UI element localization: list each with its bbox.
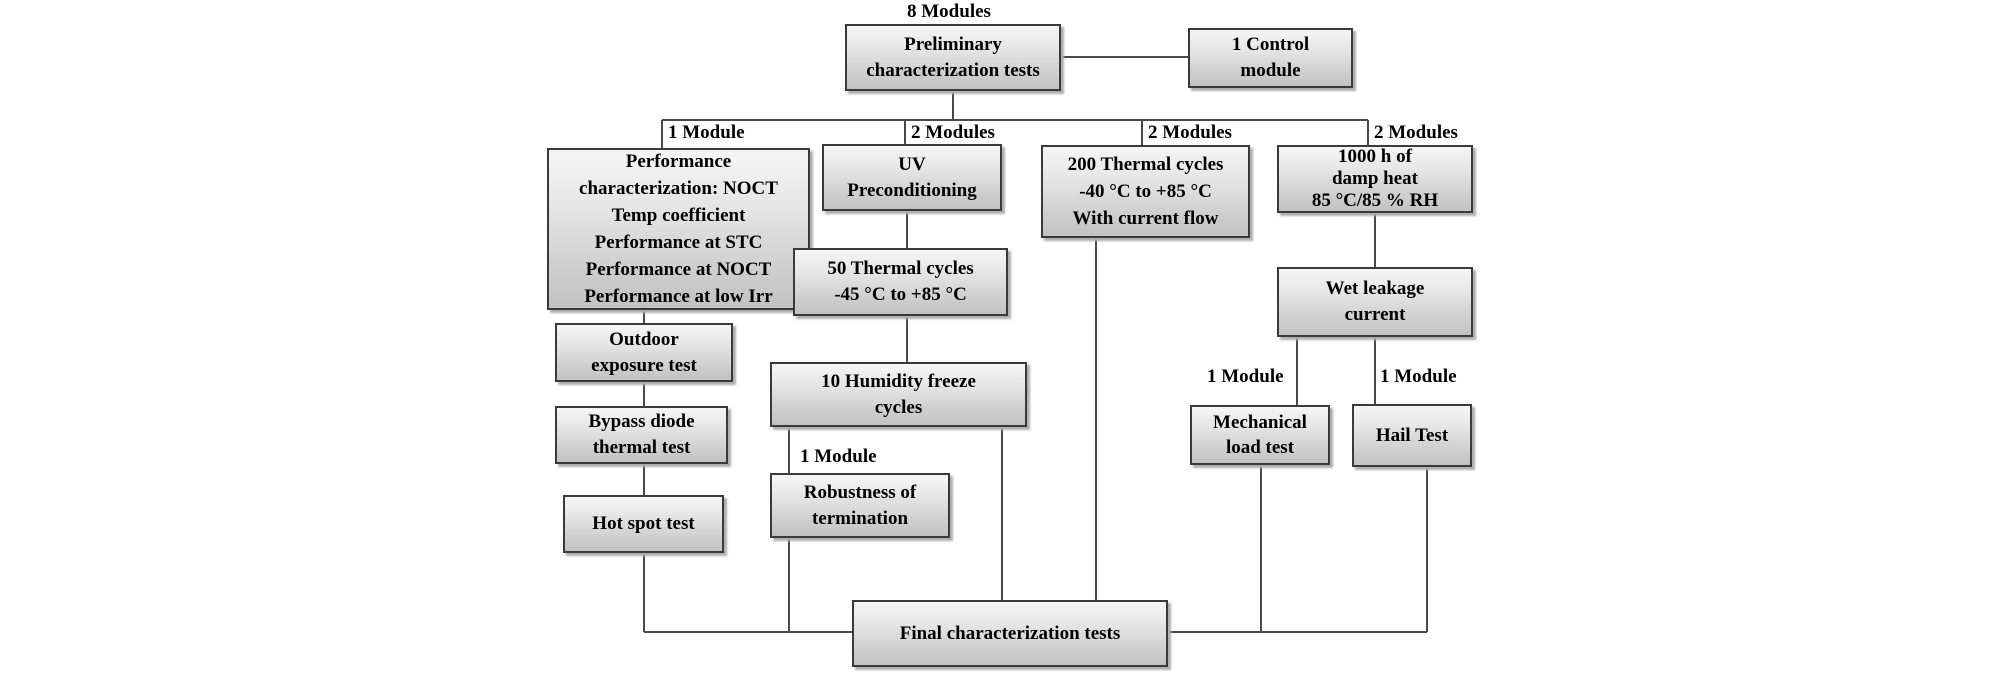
- thermal-cycles-200-box: 200 Thermal cycles -40 °C to +85 °C With…: [1041, 145, 1250, 238]
- damp-heat-box: 1000 h of damp heat 85 °C/85 % RH: [1277, 145, 1473, 213]
- bypass-diode-thermal-test-box: Bypass diode thermal test: [555, 406, 728, 464]
- humidity-freeze-box: 10 Humidity freeze cycles: [770, 362, 1027, 427]
- label-branch4-2-modules: 2 Modules: [1374, 122, 1458, 143]
- hot-spot-test-box: Hot spot test: [563, 495, 724, 553]
- label-hail-1-module: 1 Module: [1380, 366, 1457, 387]
- control-module-box: 1 Control module: [1188, 28, 1353, 88]
- uv-preconditioning-box: UV Preconditioning: [822, 144, 1002, 211]
- mechanical-load-test-box: Mechanical load test: [1190, 405, 1330, 465]
- label-branch3-2-modules: 2 Modules: [1148, 122, 1232, 143]
- label-mechanical-1-module: 1 Module: [1207, 366, 1284, 387]
- robustness-of-termination-box: Robustness of termination: [770, 473, 950, 538]
- hail-test-box: Hail Test: [1352, 404, 1472, 467]
- preliminary-characterization-box: Preliminary characterization tests: [845, 24, 1061, 91]
- final-characterization-box: Final characterization tests: [852, 600, 1168, 667]
- label-8-modules: 8 Modules: [907, 1, 991, 22]
- thermal-cycles-50-box: 50 Thermal cycles -45 °C to +85 °C: [793, 248, 1008, 316]
- label-robustness-1-module: 1 Module: [800, 446, 877, 467]
- wet-leakage-current-box: Wet leakage current: [1277, 267, 1473, 337]
- performance-characterization-box: Performance characterization: NOCT Temp …: [547, 148, 810, 310]
- label-branch1-1-module: 1 Module: [668, 122, 745, 143]
- label-branch2-2-modules: 2 Modules: [911, 122, 995, 143]
- outdoor-exposure-test-box: Outdoor exposure test: [555, 323, 733, 382]
